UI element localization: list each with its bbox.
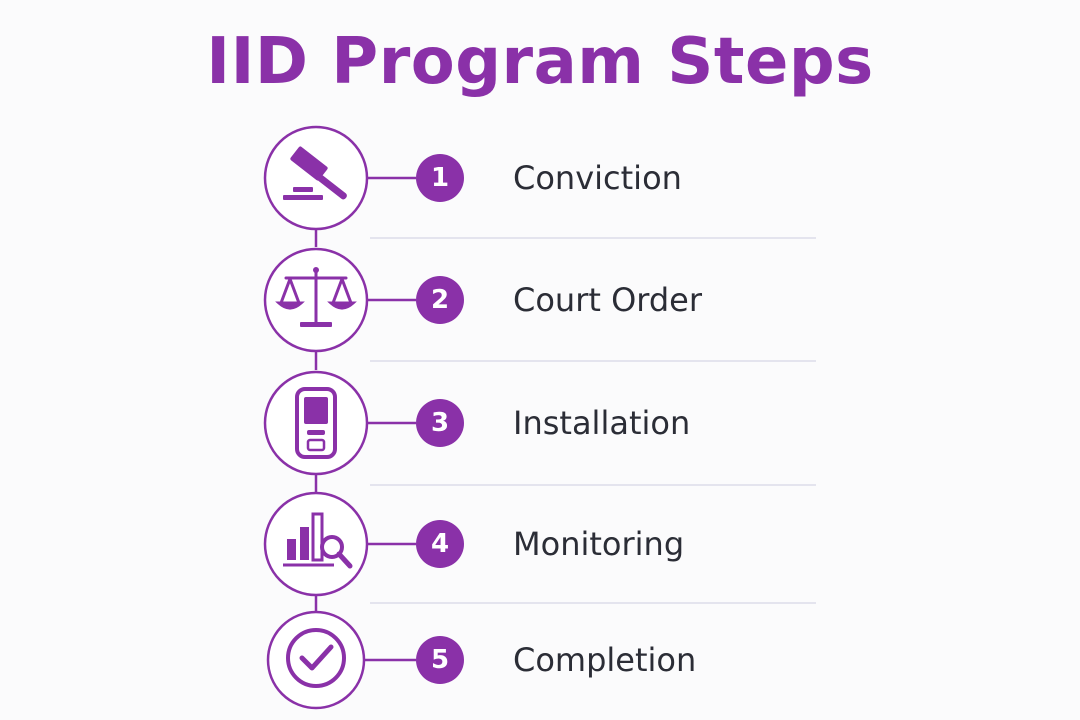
step-number: 2	[431, 285, 449, 315]
step-number-badge	[416, 399, 464, 447]
step-row-5: 5 Completion	[266, 610, 696, 710]
page-title: IID Program Steps	[206, 25, 874, 99]
step-row-2: 2 Court Order	[263, 247, 703, 353]
step-row-1: 1 Conviction	[263, 125, 682, 231]
icon-circle	[263, 491, 369, 597]
step-number: 3	[431, 408, 449, 438]
step-row-3: 3 Installation	[263, 370, 690, 476]
step-label: Conviction	[513, 159, 682, 197]
scales-icon	[275, 267, 357, 327]
step-number-badge	[416, 276, 464, 324]
step-label: Monitoring	[513, 525, 684, 563]
step-number-badge	[416, 520, 464, 568]
step-number: 5	[431, 645, 449, 675]
breathalyzer-device-icon	[295, 387, 337, 459]
step-number: 1	[431, 163, 449, 193]
step-number-badge	[416, 154, 464, 202]
step-label: Court Order	[513, 281, 703, 319]
chart-magnifier-icon	[283, 512, 353, 569]
step-number-badge	[416, 636, 464, 684]
step-label: Installation	[513, 404, 690, 442]
step-label: Completion	[513, 641, 696, 679]
step-row-4: 4 Monitoring	[263, 491, 684, 597]
checkmark-icon	[286, 628, 346, 688]
gavel-icon	[283, 146, 347, 200]
row-dividers	[370, 237, 816, 604]
step-number: 4	[431, 529, 449, 559]
